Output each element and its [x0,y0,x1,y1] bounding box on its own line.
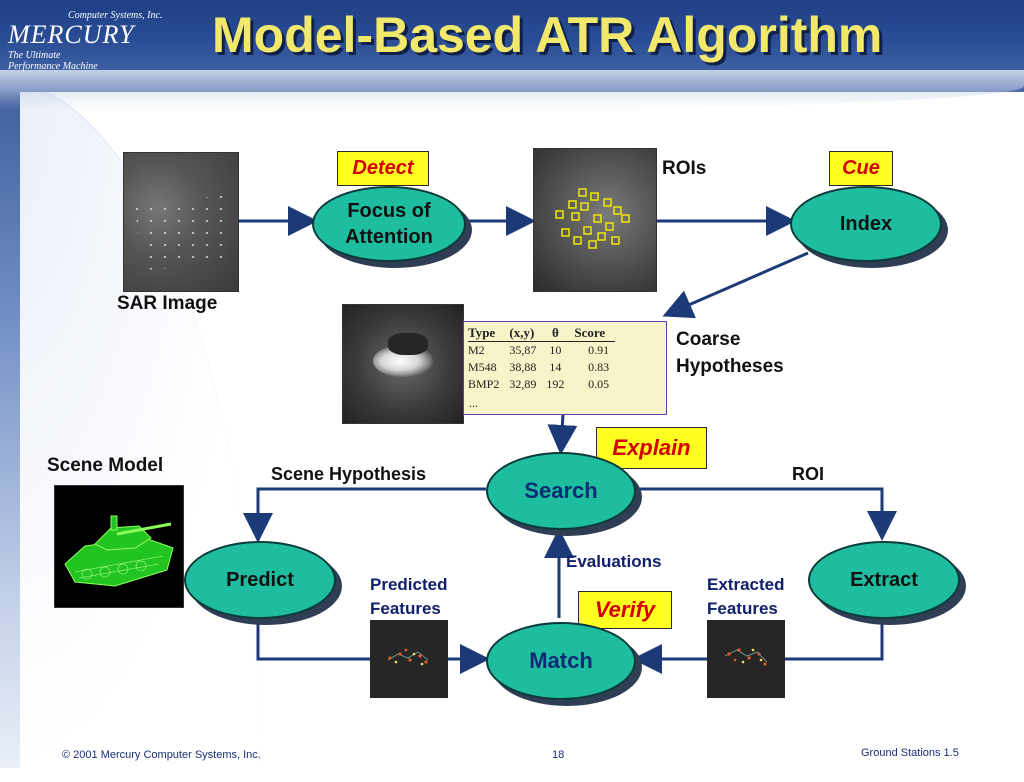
arrow-search-to-predict [243,487,486,543]
table-row: BMP2 32,89 192 0.05 [468,376,615,393]
col-score: Score [574,325,616,342]
table-row: M2 35,87 10 0.91 [468,342,615,360]
scene-hypothesis-label: Scene Hypothesis [271,464,427,484]
logo-tagline-1: The Ultimate [8,50,61,61]
extracted-feature-points [724,648,768,666]
evaluations-label: Evaluations [566,552,662,571]
match-node: Match [486,622,636,700]
scene-model-image [54,485,184,608]
cell-xy: 32,89 [509,377,537,391]
sar-image [123,152,239,292]
predicted-features-label-2: Features [370,599,441,618]
cell-type: M548 [468,360,497,374]
predict-node: Predict [184,541,336,619]
cell-score: 0.91 [588,343,610,357]
roi-label: ROI [792,464,825,484]
detect-tag: Detect [337,151,429,186]
logo-company-line: Computer Systems, Inc. [68,10,163,21]
roi-image [533,148,657,292]
roi-markers [555,188,630,249]
predict-label: Predict [226,569,294,591]
cell-xy: 38,88 [509,360,537,374]
explain-tag: Explain [596,427,707,469]
col-xy: (x,y) [509,325,547,342]
table-row: M548 38,88 14 0.83 [468,359,615,376]
extracted-features-label-1: Extracted [707,575,785,594]
coarse-hypotheses-label-2: Hypotheses [676,356,784,377]
col-type: Type [468,325,510,342]
sar-image-label: SAR Image [117,293,218,314]
col-theta: θ [546,325,575,342]
predicted-features-image [370,620,448,698]
logo-tagline-2: Performance Machine [8,61,98,72]
search-node: Search [486,452,636,530]
extract-node: Extract [808,541,960,619]
scene-model-label: Scene Model [47,455,164,476]
extract-label: Extract [850,569,918,591]
extracted-features-label-2: Features [707,599,778,618]
arrow-table-to-search [547,413,578,455]
left-band [0,0,20,768]
table-more: ... [469,396,478,410]
cell-score: 0.83 [588,360,610,374]
arrow-index-to-hypotheses [662,251,809,319]
slide-title: Model-Based ATR Algorithm [212,7,883,63]
predicted-feature-points [387,648,429,666]
tank-wireframe-icon [64,515,174,587]
focus-line-1: Focus of [347,200,431,222]
target-chip-image [342,304,464,424]
logo-brand: MERCURY [8,20,135,49]
page-number: 18 [552,749,565,761]
target-shadow [388,333,428,355]
cell-theta: 192 [546,377,565,391]
cue-tag: Cue [829,151,893,186]
cell-theta: 10 [549,343,562,357]
predicted-features-label-1: Predicted [370,575,448,594]
cell-score: 0.05 [588,377,610,391]
focus-line-2: Attention [345,226,433,248]
cell-theta: 14 [549,360,562,374]
mercury-logo: Computer Systems, Inc. MERCURY The Ultim… [8,10,162,72]
hypothesis-table-grid: Type (x,y) θ Score M2 35,87 10 0.91 M548… [468,325,616,393]
coarse-hypotheses-label-1: Coarse [676,329,741,350]
cell-type: M2 [468,343,485,357]
footer-section: Ground Stations 1.5 [861,747,959,759]
extracted-features-image [707,620,785,698]
verify-tag: Verify [578,591,672,629]
index-node: Index [790,186,942,262]
footer-copyright: © 2001 Mercury Computer Systems, Inc. [62,749,261,761]
arrow-search-to-extract [634,487,897,541]
hypothesis-table: Type (x,y) θ Score M2 35,87 10 0.91 M548… [463,321,667,415]
focus-of-attention-node: Focus of Attention [312,186,466,262]
rois-label: ROIs [662,158,707,179]
slide-header: Computer Systems, Inc. MERCURY The Ultim… [0,0,1024,110]
cell-xy: 35,87 [509,343,537,357]
cell-type: BMP2 [468,377,500,391]
